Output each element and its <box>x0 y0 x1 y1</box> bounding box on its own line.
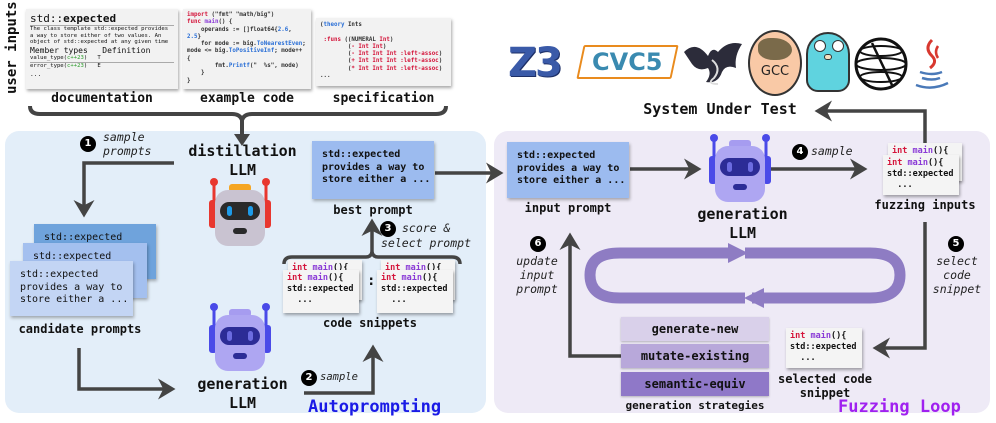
doc-title: expected <box>63 12 117 25</box>
selected-code-snippet: int main(){ std::expected ... <box>786 328 862 368</box>
code-snippet-front-right: int main(){ std::expected ... <box>377 270 453 313</box>
generation-llm-robot-icon <box>709 134 771 202</box>
sympy-globe-logo <box>854 37 908 91</box>
example-code-text: import ("fmt" "math/big") func main() { … <box>187 12 306 84</box>
step-1-text: sample prompts <box>103 130 152 158</box>
documentation-caption: documentation <box>51 91 153 106</box>
candidate-prompts-caption: candidate prompts <box>18 322 142 336</box>
strategy-mutate-existing: mutate-existing <box>621 344 769 368</box>
best-prompt-box: std::expected provides a way to store ei… <box>312 141 434 199</box>
llvm-dragon-logo <box>684 43 742 85</box>
strategy-generate-new: generate-new <box>621 317 769 341</box>
example-code-caption: example code <box>200 91 294 106</box>
step-6-text: update input prompt <box>516 254 558 296</box>
step-2-text: sample <box>320 371 358 383</box>
arrow-to-sut <box>814 100 927 145</box>
specification-card: (theory Ints :funs ((NUMERAL Int) (- Int… <box>316 18 451 86</box>
doc-body: The class template std::expected provide… <box>30 26 169 46</box>
step-5-text: select code snippet <box>932 254 982 296</box>
best-prompt-caption: best prompt <box>333 203 413 217</box>
gcc-logo: GCC <box>748 30 802 96</box>
step-3-text: score & select prompt <box>381 221 472 250</box>
step-5-badge: 5 <box>948 236 964 252</box>
step-4-text: sample <box>811 144 853 158</box>
generation-llm-label-autoprompting: generation LLM <box>197 375 288 412</box>
doc-ellipsis: ... <box>30 70 42 78</box>
system-under-test-label: System Under Test <box>643 100 797 118</box>
generation-llm-label-fuzzing: generation LLM <box>697 205 788 242</box>
arrow-update-prompt <box>559 232 621 358</box>
fuzzing-loop-track <box>584 247 906 304</box>
code-snippet-front-left: int main(){ std::expected ... <box>283 270 359 313</box>
java-logo <box>915 38 949 89</box>
documentation-card: std::expected The class template std::ex… <box>26 9 178 89</box>
doc-table-header: Member types Definition <box>30 45 151 55</box>
fuzzing-inputs-caption: fuzzing inputs <box>874 198 976 212</box>
doc-row: value_type(c++23) T <box>30 54 101 61</box>
selected-snippet-caption: selected code snippet <box>778 372 872 400</box>
arrow-sample-prompts <box>73 161 174 218</box>
generation-llm-robot-icon <box>209 303 271 371</box>
step-6-badge: 6 <box>530 236 546 252</box>
step-3-badge: 3 <box>380 221 396 237</box>
arrow-select-snippet <box>872 222 927 359</box>
fuzzing-loop-title: Fuzzing Loop <box>838 397 961 417</box>
distillation-llm-robot-icon <box>209 178 271 246</box>
fuzzing-input-front: int main(){ std::expected ... <box>883 155 959 195</box>
input-prompt-caption: input prompt <box>524 201 612 215</box>
example-code-card: import ("fmt" "math/big") func main() { … <box>183 9 311 89</box>
step-2-badge: 2 <box>301 370 317 386</box>
autoprompting-title: Autoprompting <box>308 397 442 417</box>
step-4-badge: 4 <box>792 144 808 160</box>
arrow-candidates-to-gen <box>77 348 176 400</box>
code-snippets-caption: code snippets <box>323 316 417 330</box>
loop-arrowhead-right <box>728 243 748 263</box>
go-gopher-logo <box>806 32 850 92</box>
doc-title-prefix: std:: <box>30 12 64 25</box>
input-prompt-box: std::expected provides a way to store ei… <box>507 142 629 198</box>
doc-row: error_type(c++23) E <box>30 62 174 71</box>
specification-caption: specification <box>332 91 435 106</box>
z3-logo: Z3 <box>508 40 563 86</box>
candidate-prompt-front: std::expected provides a way to store ei… <box>10 261 133 316</box>
specification-text: (theory Ints :funs ((NUMERAL Int) (- Int… <box>320 22 443 80</box>
distillation-llm-label: distillation LLM <box>188 142 297 179</box>
step-1-badge: 1 <box>80 136 96 152</box>
loop-arrowhead-left <box>744 288 764 308</box>
generation-strategies-caption: generation strategies <box>625 399 765 412</box>
arrow-gen-to-snippets <box>304 344 384 395</box>
strategy-semantic-equiv: semantic-equiv <box>621 372 769 396</box>
snippets-separator: : <box>367 273 376 289</box>
